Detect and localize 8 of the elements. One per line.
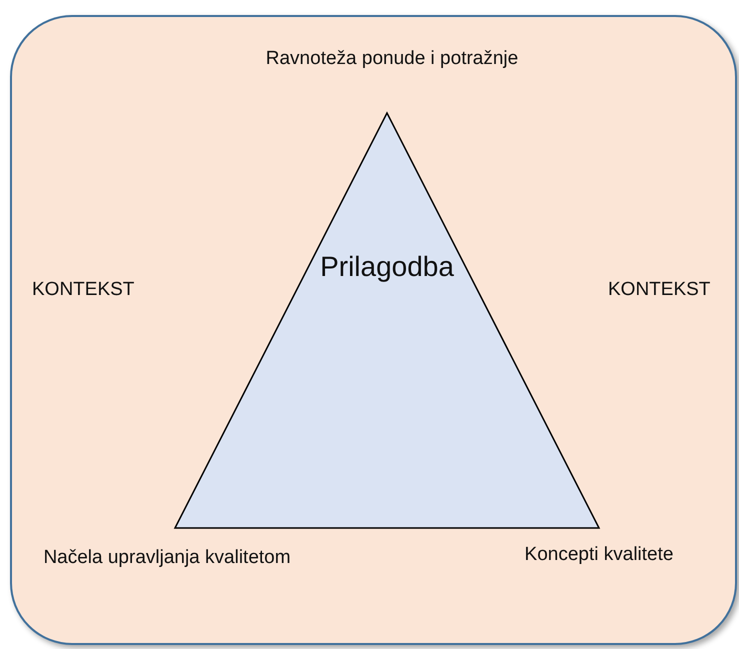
vertex-label: Ravnoteža ponude i potražnje — [264, 47, 520, 71]
vertex-label: Koncepti kvalitete — [524, 543, 674, 567]
context-label: KONTEKST — [608, 278, 712, 302]
triangle — [174, 112, 600, 529]
context-label: KONTEKST — [32, 278, 136, 302]
vertex-label: Načela upravljanja kvalitetom — [42, 546, 292, 570]
triangle-label: Prilagodba — [319, 250, 455, 284]
context-panel — [10, 15, 737, 645]
